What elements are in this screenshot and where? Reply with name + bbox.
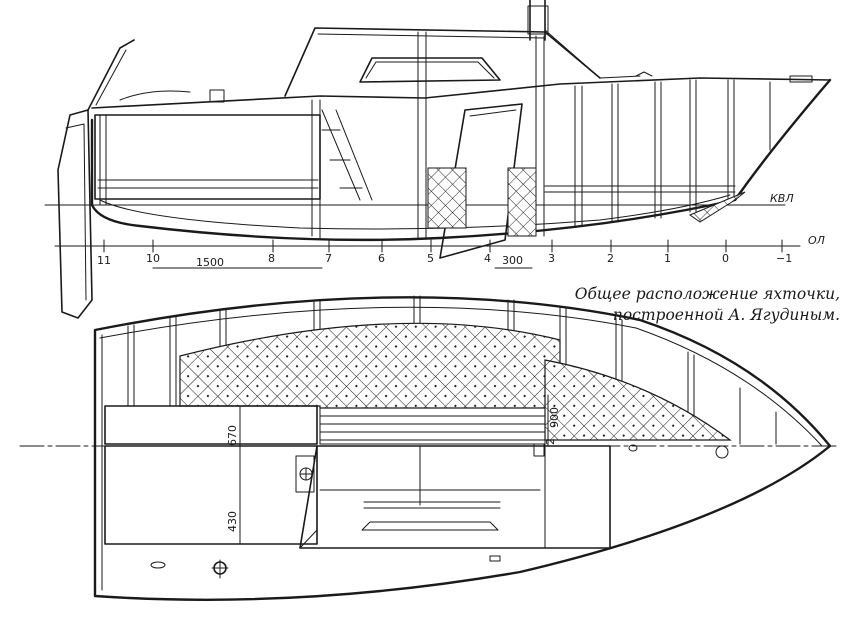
plan-hull-outline [93, 296, 832, 601]
frame-label: −1 [776, 252, 792, 265]
dimension-berth-width: 900 [548, 407, 561, 428]
rudder [57, 109, 93, 319]
frame-label: 11 [97, 254, 111, 267]
caption-line-1: Общее расположение яхточки, [574, 285, 840, 303]
frame-label: 4 [484, 252, 491, 265]
cabin-table [361, 521, 499, 531]
cabin-lower-outline [299, 445, 611, 549]
baseline-label: ОЛ [808, 234, 825, 247]
berth-cushion-plan [179, 322, 561, 409]
frame-label: 2 [607, 252, 614, 265]
berth-cushion-aft [427, 167, 467, 229]
berth-cushion-fwd [507, 167, 537, 237]
frame-number-labels: 11 10 8 7 6 5 4 3 2 1 0 −1 [97, 252, 792, 267]
frame-label: 6 [378, 252, 385, 265]
dimension-frame-span: 1500 [196, 256, 224, 269]
dimension-cockpit-offset: 300 [502, 254, 523, 267]
deck-winch [209, 89, 225, 103]
companion-ladder [321, 109, 373, 201]
cockpit-well [104, 445, 318, 545]
frame-label: 7 [325, 252, 332, 265]
bow-hatch-area [688, 191, 746, 223]
waterline-label: КВЛ [770, 192, 794, 205]
bow-cleat [789, 75, 813, 83]
drawing-caption: Общее расположение яхточки, построенной … [560, 284, 840, 326]
bow-fairlead-icon [715, 445, 729, 459]
forward-berth-cushion-plan [544, 359, 732, 441]
sheer-line [91, 77, 831, 109]
forestay [544, 29, 641, 79]
vent-icon [489, 555, 501, 562]
cockpit-seat [104, 405, 318, 445]
frame-label: 8 [268, 252, 275, 265]
plan-view: 670 430 900 2 [19, 295, 841, 601]
anchor-well-icon [628, 444, 638, 452]
frame-label: 1 [664, 252, 671, 265]
centerboard-trunk-plan [295, 455, 315, 493]
frame-label: 0 [722, 252, 729, 265]
step-icon [533, 443, 545, 457]
side-elevation: 11 10 8 7 6 5 4 3 2 1 0 −1 [44, 0, 832, 319]
aft-bulkhead [94, 114, 321, 200]
caption-line-2: построенной А. Ягудиным. [612, 306, 840, 324]
frame-label: 3 [548, 252, 555, 265]
dimension-beam-lower: 430 [226, 511, 239, 532]
cleat-icon [150, 561, 166, 569]
hull-profile [90, 78, 832, 242]
mast-step [529, 0, 546, 41]
frame-label: 5 [427, 252, 434, 265]
cabin-trunk [284, 27, 601, 97]
cabin-sole-slats [319, 407, 546, 445]
handrail [119, 90, 191, 101]
forward-frames [574, 79, 771, 227]
dimension-small-mark: 2 [544, 438, 557, 445]
frame-label: 10 [146, 252, 160, 265]
tiller [87, 39, 135, 111]
cabin-window [359, 57, 501, 83]
dimension-beam-upper: 670 [226, 425, 239, 446]
